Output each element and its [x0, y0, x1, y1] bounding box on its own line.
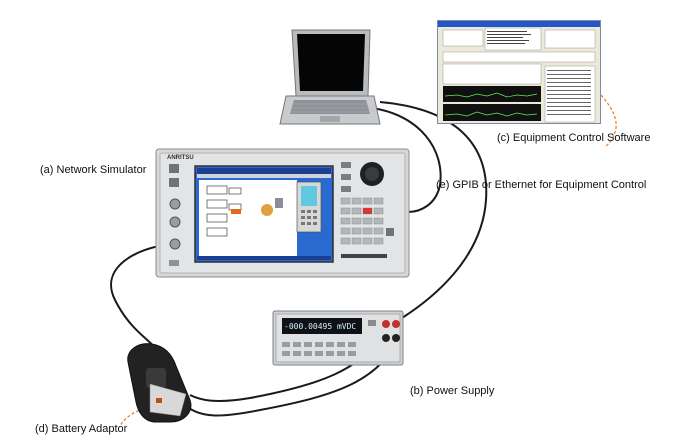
- power-supply-display-readout: -000.00495 mVDC: [284, 322, 357, 331]
- label-network-simulator: (a) Network Simulator: [40, 164, 147, 176]
- network-simulator-image: [155, 148, 410, 278]
- label-control-software: (c) Equipment Control Software: [497, 132, 651, 144]
- control-software-window: [437, 20, 601, 124]
- simulator-brand-logo: ANRITSU: [167, 155, 194, 161]
- power-supply-image: [272, 310, 404, 366]
- label-power-supply: (b) Power Supply: [410, 385, 495, 397]
- label-gpib-ethernet: (e) GPIB or Ethernet for Equipment Contr…: [436, 179, 647, 191]
- laptop-image: [279, 29, 381, 125]
- label-battery-adaptor: (d) Battery Adaptor: [35, 423, 128, 435]
- battery-adaptor-image: [127, 343, 192, 423]
